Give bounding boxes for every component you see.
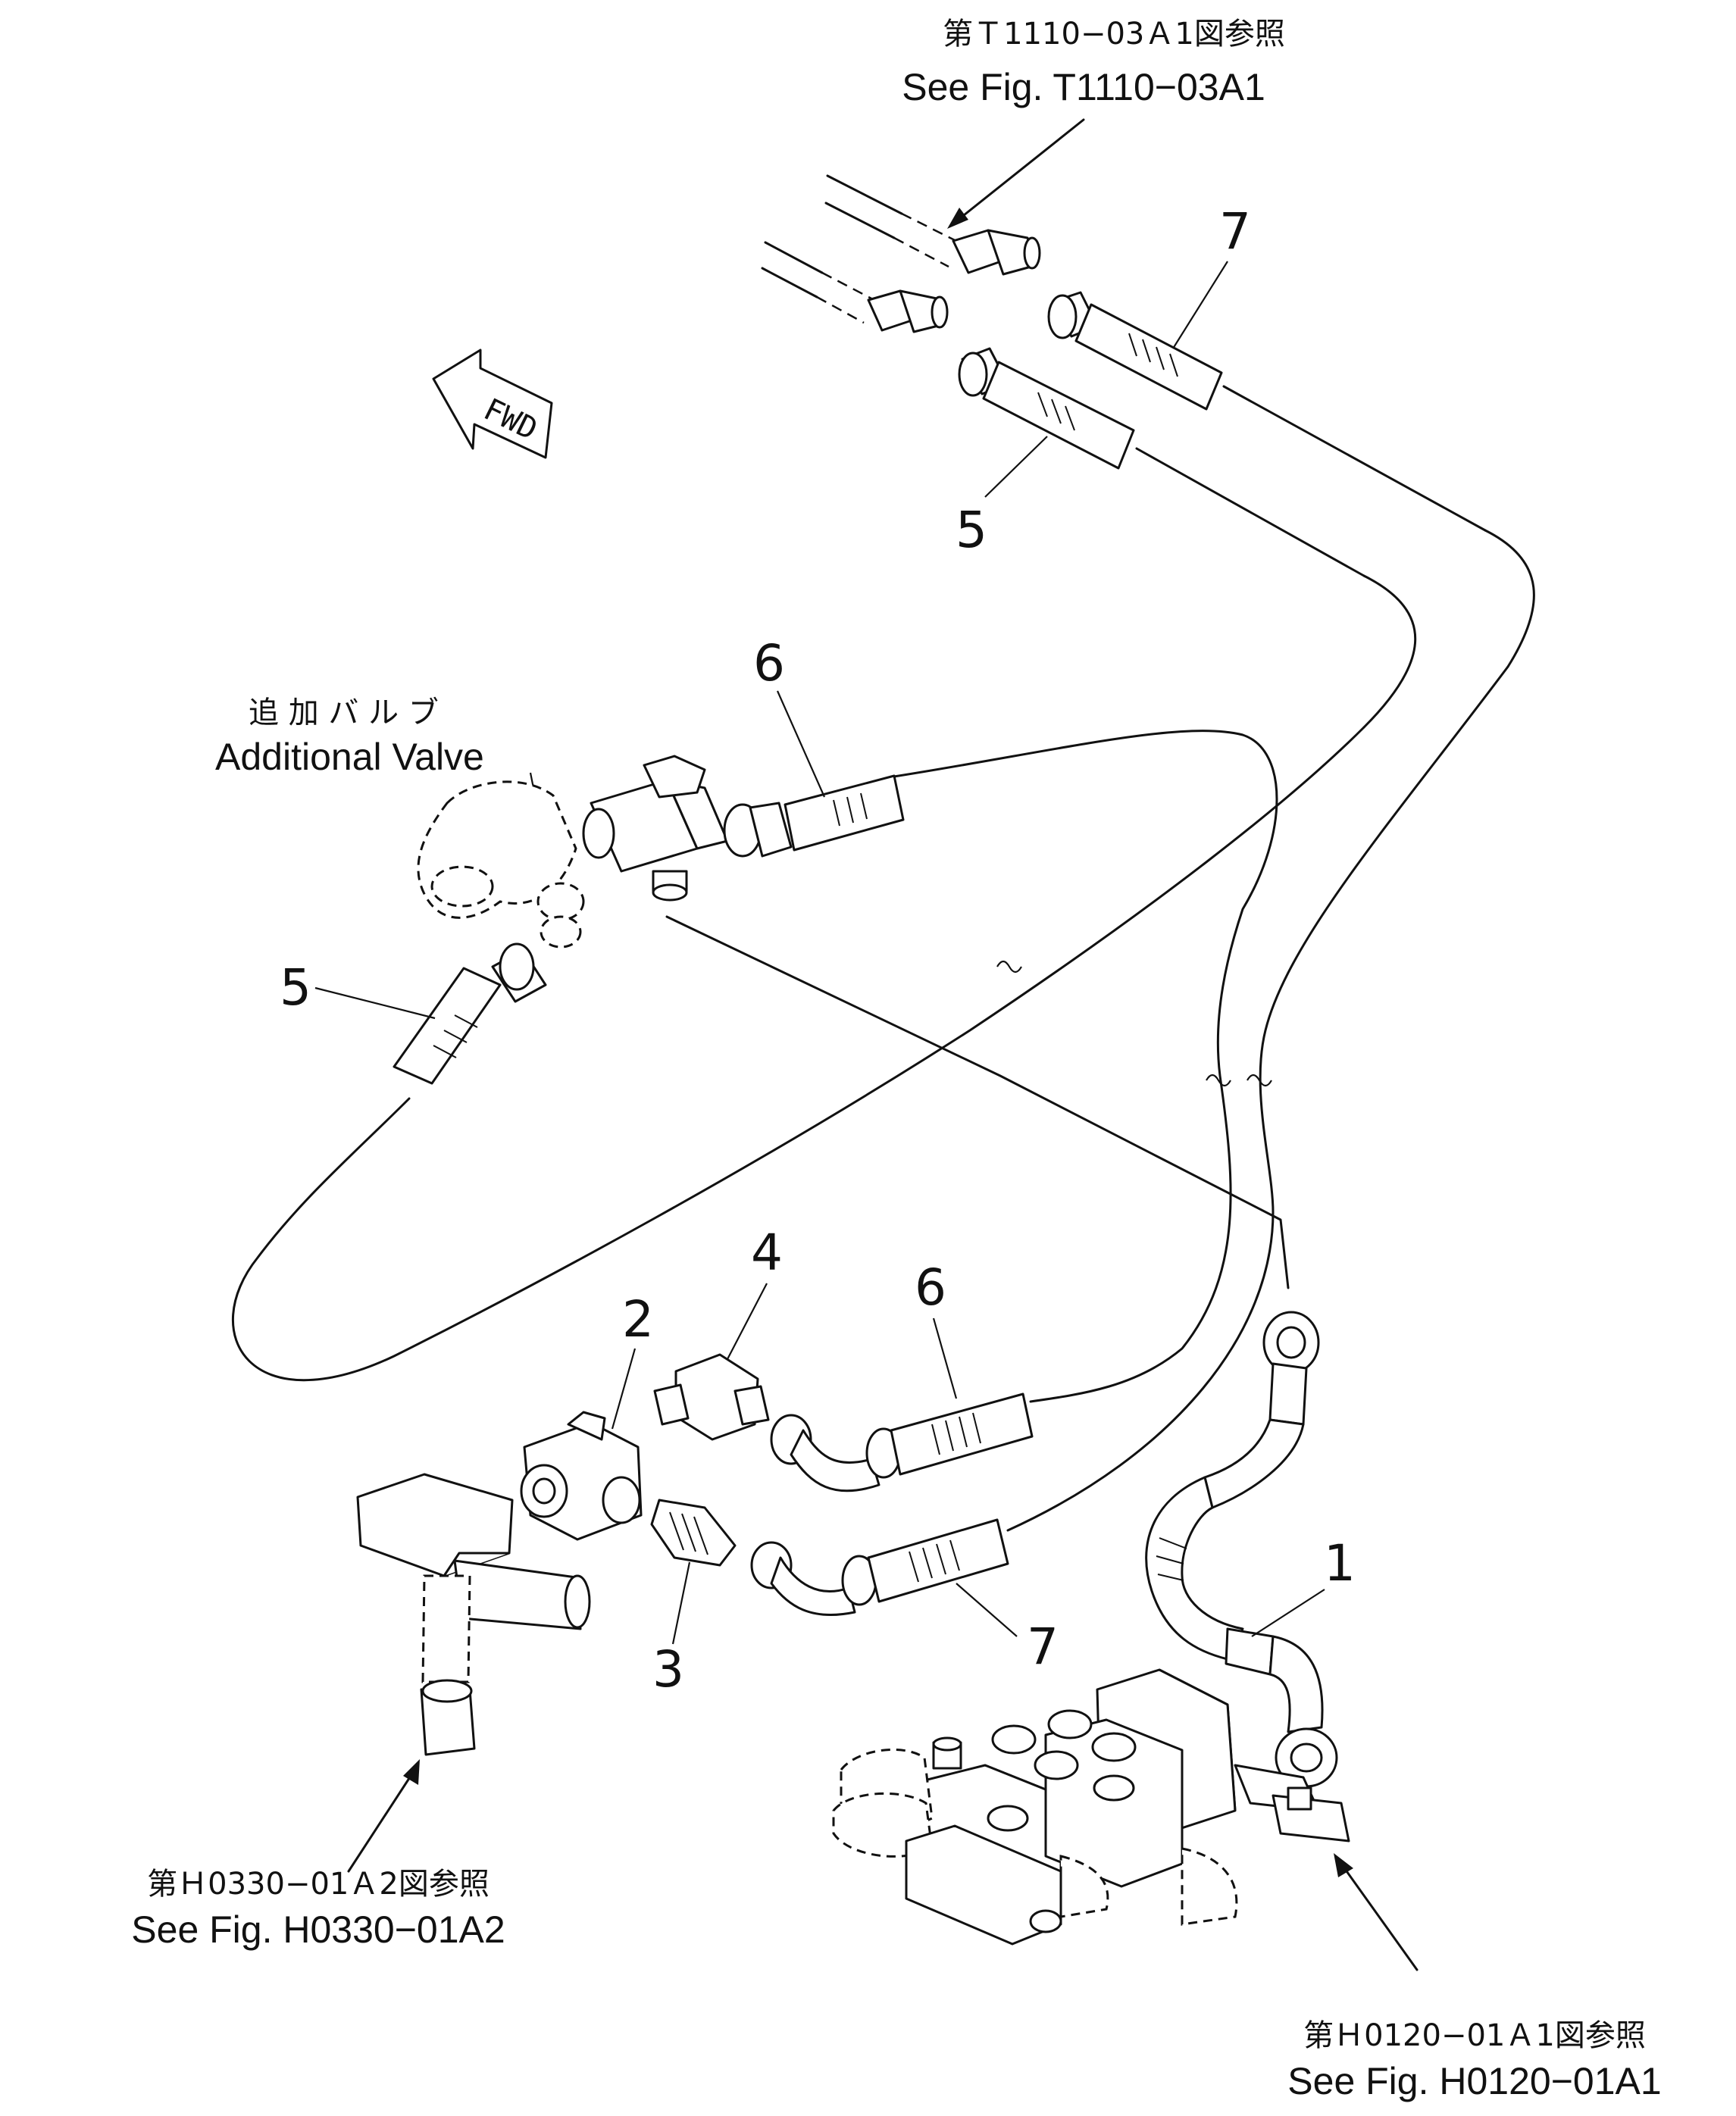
right-reference-jp: 第Ｈ0120−01Ａ1図参照 [1303, 2018, 1646, 2053]
top-reference-jp: 第Ｔ1110−03Ａ1図参照 [943, 17, 1285, 52]
hose-5-left [393, 942, 547, 1085]
top-reference-arrow [947, 118, 1085, 229]
left-reference-en: See Fig. H0330−01A2 [131, 1908, 505, 1951]
callout-7-top-leader [1172, 261, 1228, 349]
hose-7-bottom [750, 1518, 1009, 1616]
callout-5-left: 5 [280, 958, 311, 1017]
left-manifold-block [356, 1473, 591, 1756]
top-reference-en: See Fig. T1110−03A1 [902, 66, 1265, 108]
hose-7-top [1047, 291, 1535, 668]
control-valve-assembly [832, 1668, 1350, 1946]
callout-6-bottom-leader [932, 1317, 958, 1399]
callout-7-bottom-leader [956, 1583, 1018, 1637]
callout-2: 2 [622, 1290, 654, 1349]
callout-3: 3 [652, 1640, 684, 1699]
callout-7-bottom: 7 [1027, 1617, 1059, 1676]
callout-7-top: 7 [1219, 202, 1251, 261]
left-reference-arrow [347, 1759, 420, 1873]
callout-3-leader [671, 1561, 691, 1645]
callout-5-left-leader [314, 986, 436, 1020]
hose-6-top [723, 774, 905, 858]
left-reference-jp: 第Ｈ0330−01Ａ2図参照 [147, 1867, 490, 1902]
callout-6-top-leader [776, 690, 826, 798]
callout-4: 4 [751, 1224, 783, 1282]
callout-5-top-leader [984, 436, 1048, 498]
callout-1: 1 [1324, 1534, 1356, 1592]
hose-1 [1145, 1311, 1338, 1788]
callout-5-top: 5 [956, 501, 987, 559]
right-reference-en: See Fig. H0120−01A1 [1287, 2060, 1661, 2102]
callout-6-bottom: 6 [915, 1258, 946, 1317]
additional-valve-label-jp: 追 加 バ ル ブ [249, 695, 439, 730]
callout-1-leader [1251, 1589, 1325, 1637]
callout-2-leader [611, 1348, 637, 1430]
tee-fitting-2 [520, 1411, 643, 1541]
hose-6-bottom [770, 1392, 1034, 1492]
right-reference-arrow [1334, 1853, 1419, 1971]
additional-valve-label-en: Additional Valve [215, 736, 484, 778]
top-hose-ends [761, 174, 1041, 333]
elbow-fitting-4 [653, 1353, 770, 1441]
additional-valve [417, 755, 729, 949]
hose-5-top [958, 347, 1416, 729]
hose-routes [231, 665, 1509, 1532]
fwd-arrow-icon: FWD [432, 348, 553, 459]
connector-fitting-3 [650, 1499, 737, 1567]
callout-6-top: 6 [753, 634, 785, 692]
callout-4-leader [727, 1283, 768, 1360]
